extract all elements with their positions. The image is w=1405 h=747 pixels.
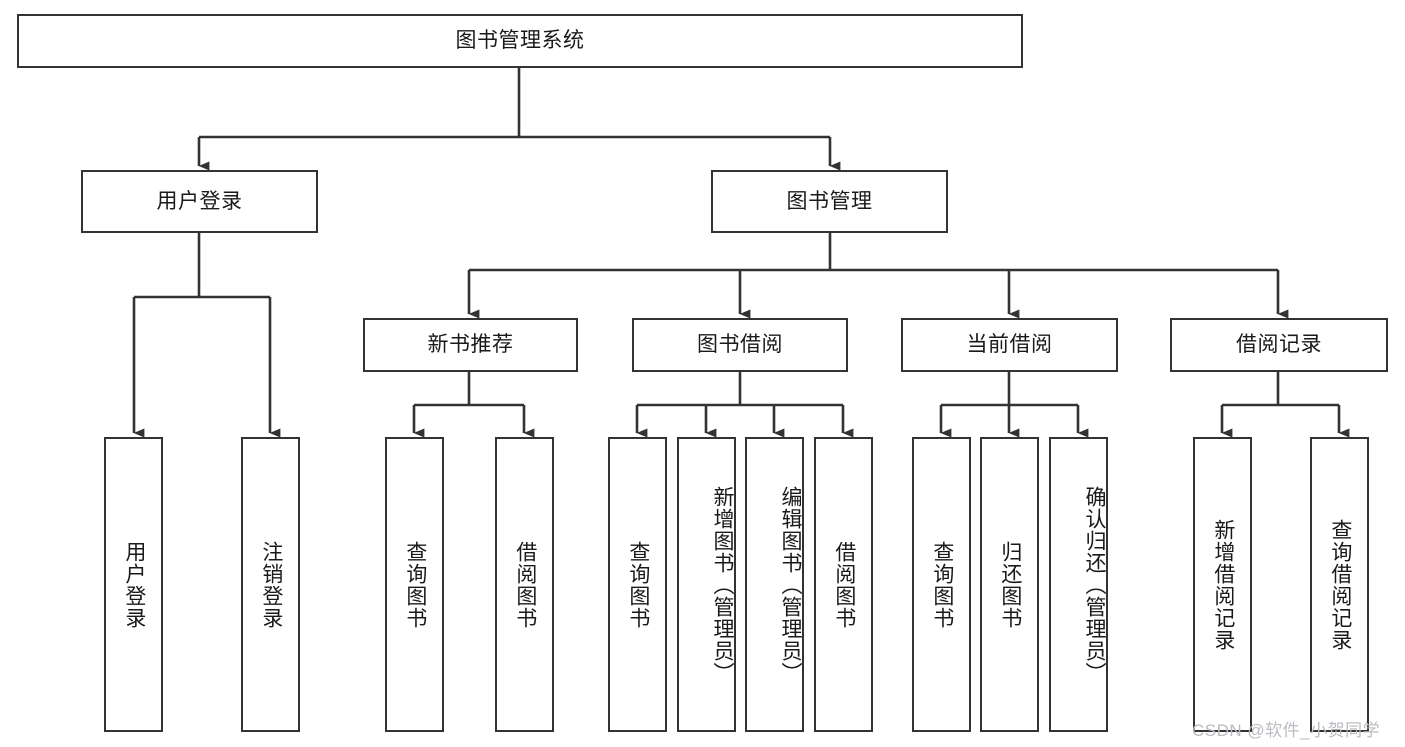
node-label: 确认归还（管理员）: [1083, 485, 1106, 684]
node-book-management[interactable]: 图书管理: [711, 170, 948, 233]
node-current-borrowing[interactable]: 当前借阅: [901, 318, 1118, 372]
node-label: 查询图书: [626, 540, 650, 629]
node-leaf-add-book-admin[interactable]: 新增图书（管理员）: [677, 437, 736, 732]
node-borrowing-records[interactable]: 借阅记录: [1170, 318, 1388, 372]
node-leaf-logout[interactable]: 注销登录: [241, 437, 300, 732]
node-leaf-user-login[interactable]: 用户登录: [104, 437, 163, 732]
node-label: 借阅记录: [1236, 333, 1322, 357]
node-new-book-recommendation[interactable]: 新书推荐: [363, 318, 578, 372]
node-label: 用户登录: [156, 189, 243, 213]
node-leaf-borrow-book[interactable]: 借阅图书: [814, 437, 873, 732]
node-label: 当前借阅: [966, 333, 1053, 357]
node-leaf-query-book-current[interactable]: 查询图书: [912, 437, 971, 732]
node-label: 查询借阅记录: [1328, 518, 1352, 651]
node-label: 图书管理系统: [455, 29, 585, 53]
node-label: 新书推荐: [427, 333, 514, 357]
node-label: 图书借阅: [697, 333, 783, 357]
node-label: 归还图书: [998, 540, 1022, 629]
node-leaf-borrow-book-new[interactable]: 借阅图书: [495, 437, 554, 732]
node-label: 查询图书: [403, 540, 427, 629]
node-book-borrowing[interactable]: 图书借阅: [632, 318, 848, 372]
node-leaf-query-book-new[interactable]: 查询图书: [385, 437, 444, 732]
csdn-watermark: CSDN @软件_小贺同学: [1192, 721, 1381, 740]
node-label: 图书管理: [786, 189, 873, 213]
node-leaf-query-book-borrow[interactable]: 查询图书: [608, 437, 667, 732]
node-user-login[interactable]: 用户登录: [81, 170, 318, 233]
node-label: 编辑图书（管理员）: [779, 485, 802, 684]
node-leaf-edit-book-admin[interactable]: 编辑图书（管理员）: [745, 437, 804, 732]
node-label: 新增图书（管理员）: [711, 485, 734, 684]
node-label: 用户登录: [122, 540, 146, 629]
node-leaf-confirm-return-admin[interactable]: 确认归还（管理员）: [1049, 437, 1108, 732]
node-leaf-query-borrow-record[interactable]: 查询借阅记录: [1310, 437, 1369, 732]
node-label: 注销登录: [259, 540, 283, 629]
node-leaf-return-book[interactable]: 归还图书: [980, 437, 1039, 732]
node-label: 借阅图书: [513, 540, 537, 629]
node-root-book-management-system[interactable]: 图书管理系统: [17, 14, 1023, 68]
node-label: 借阅图书: [832, 540, 856, 629]
node-label: 新增借阅记录: [1211, 518, 1235, 651]
node-label: 查询图书: [930, 540, 954, 629]
node-leaf-add-borrow-record[interactable]: 新增借阅记录: [1193, 437, 1252, 732]
